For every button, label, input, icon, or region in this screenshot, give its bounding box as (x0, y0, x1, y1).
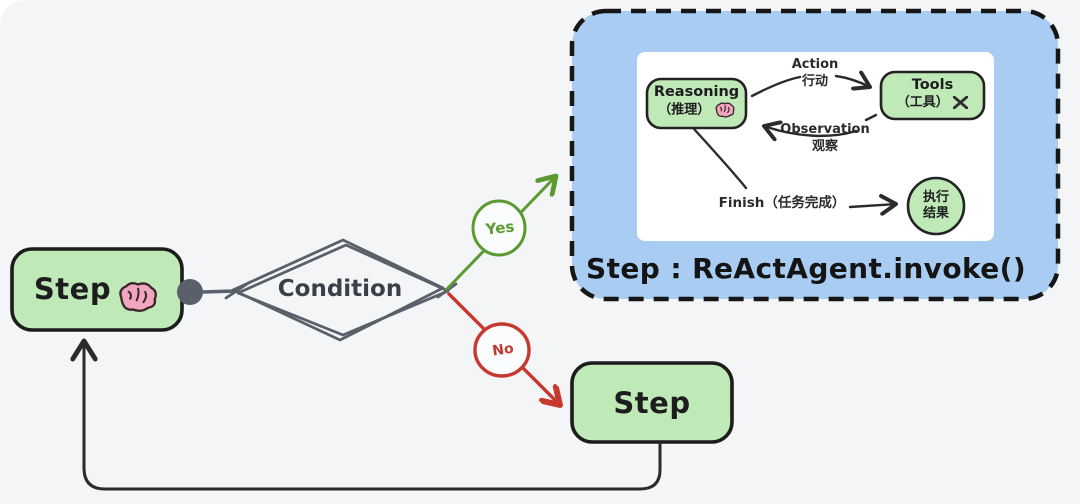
tools-node: Tools （工具） (881, 76, 984, 111)
condition-label: Condition (277, 276, 403, 302)
step-bottom-label: Step (613, 385, 691, 420)
action-label-zh: 行动 (801, 73, 828, 89)
condition-node: Condition (244, 276, 436, 302)
reasoning-node: Reasoning （推理） (647, 83, 746, 119)
result-label-line1: 执行 (922, 190, 949, 205)
reasoning-label-zh: （推理） (658, 102, 711, 118)
tools-label-zh: （工具） (896, 94, 949, 110)
panel-caption: Step : ReActAgent.invoke() (586, 252, 1048, 285)
tools-label-en: Tools (911, 77, 954, 93)
no-label: No (491, 340, 515, 360)
finish-edge-label: Finish（任务完成） (710, 191, 854, 211)
connector-dot (177, 279, 238, 305)
step-bottom-node: Step (571, 362, 733, 443)
no-badge: No (478, 339, 528, 362)
brain-icon (119, 282, 158, 312)
observation-edge-label: Observation 观察 (762, 122, 888, 156)
observation-label-zh: 观察 (811, 138, 838, 154)
step-left-node: Step (10, 248, 182, 330)
finish-label-text: Finish（任务完成） (718, 195, 846, 211)
action-label-en: Action (791, 57, 839, 72)
yes-label: Yes (484, 217, 516, 239)
step-left-label: Step (33, 272, 112, 306)
result-node: 执行 结果 (915, 190, 957, 223)
result-label-line2: 结果 (922, 206, 949, 222)
yes-badge: Yes (474, 216, 526, 239)
crossed-tools-icon (953, 95, 969, 109)
reasoning-label-en: Reasoning (653, 84, 740, 100)
panel-caption-text: Step : ReActAgent.invoke() (586, 252, 1027, 285)
action-edge-label: Action 行动 (770, 57, 860, 91)
observation-label-en: Observation (780, 122, 870, 137)
brain-icon (715, 101, 735, 118)
